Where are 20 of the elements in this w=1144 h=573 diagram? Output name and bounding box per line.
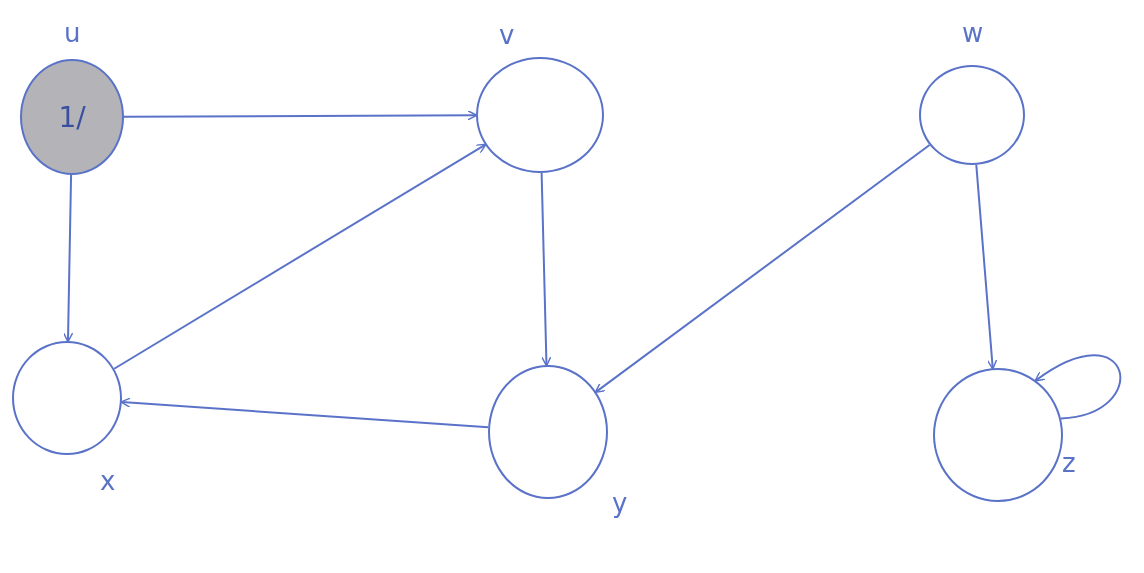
arrow (540, 172, 552, 367)
discovery-time: 1/ (58, 100, 86, 134)
graph-node-circle (488, 365, 608, 499)
arrow (123, 110, 478, 121)
graph-node-circle (933, 368, 1063, 502)
arrow (120, 397, 490, 429)
node-label: z (1062, 450, 1076, 476)
arrow (1034, 354, 1122, 420)
graph-node-circle (12, 341, 122, 455)
node-label: u (64, 20, 81, 46)
graph-node-circle (919, 65, 1025, 165)
node-label: v (499, 22, 515, 48)
arrow (975, 163, 998, 370)
node-label: y (612, 490, 628, 516)
arrow (113, 143, 487, 370)
node-label: x (100, 468, 116, 494)
node-label: w (962, 20, 984, 46)
graph-node-circle (476, 57, 604, 173)
arrow (594, 143, 931, 394)
arrow (62, 174, 74, 343)
